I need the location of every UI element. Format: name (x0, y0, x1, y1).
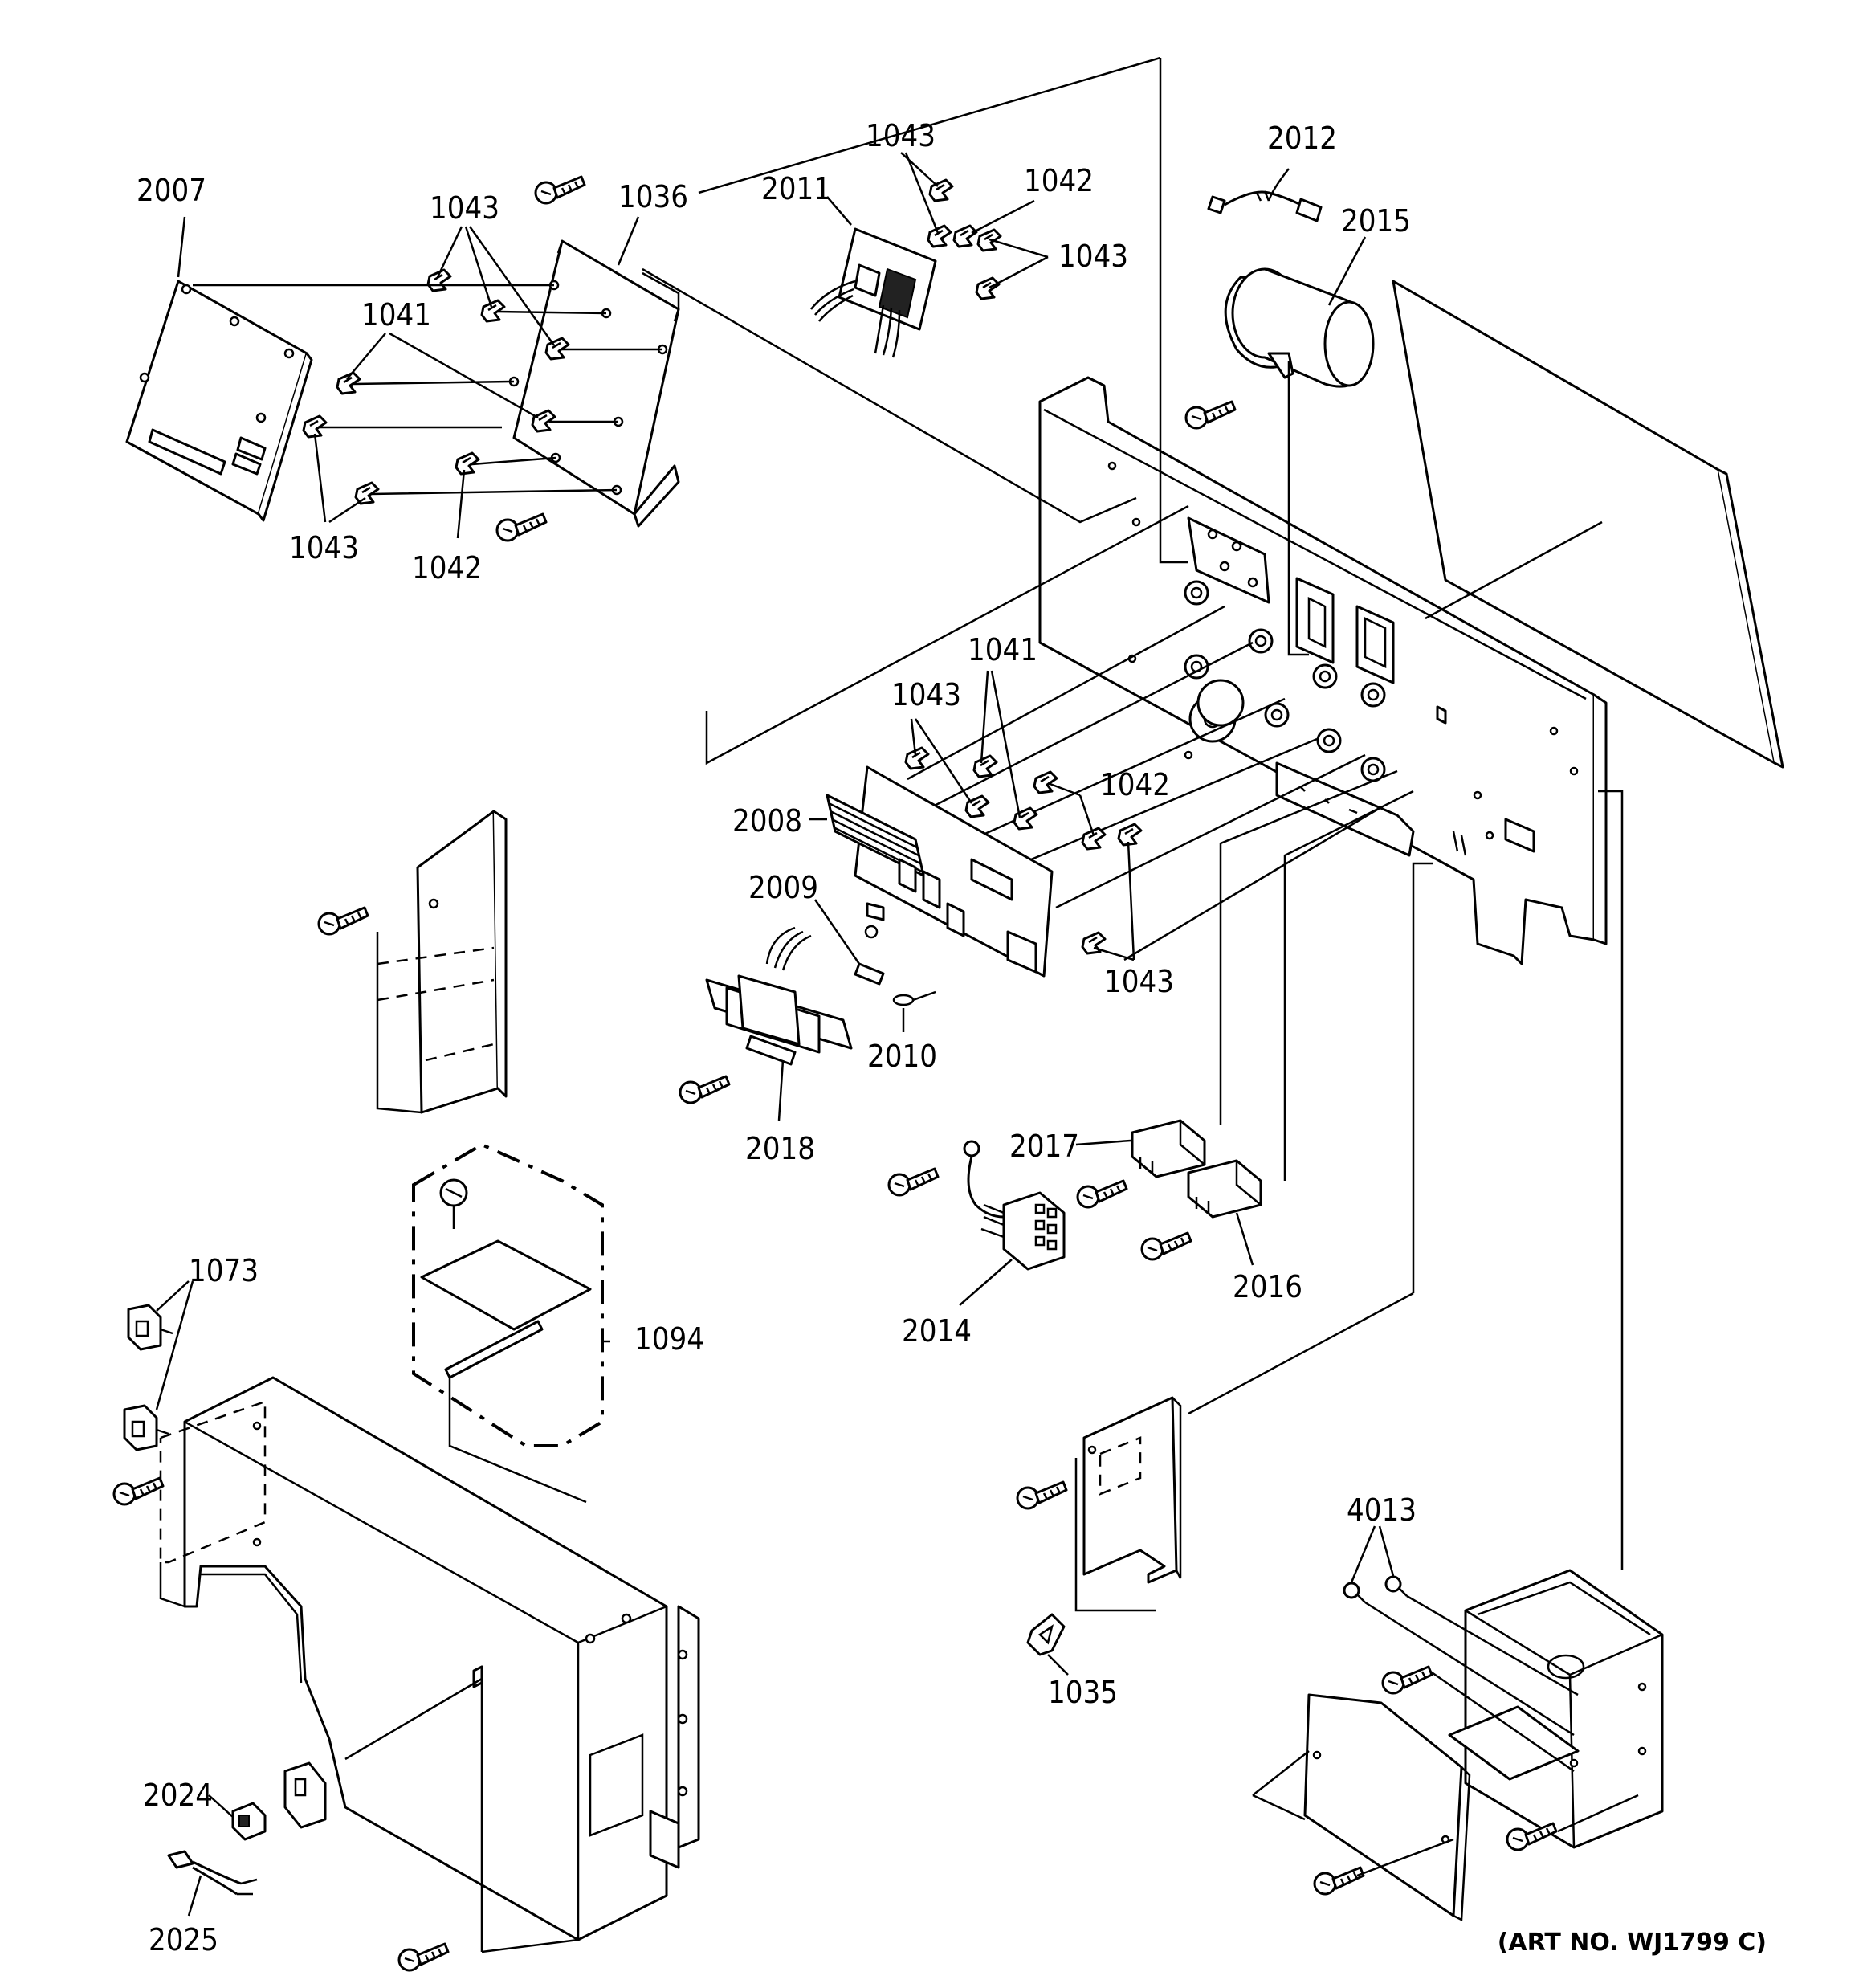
callout-2007: 2007 (137, 173, 206, 208)
callout-2016: 2016 (1233, 1269, 1302, 1304)
callout-2014: 2014 (902, 1313, 972, 1349)
callout-1073: 1073 (189, 1253, 259, 1288)
callout-2025: 2025 (149, 1922, 218, 1957)
side-bracket (376, 810, 508, 1114)
screw-icon (1076, 1179, 1128, 1209)
callout-1035: 1035 (1048, 1675, 1118, 1710)
harness-2012 (1207, 190, 1323, 222)
switch-1073-upper (127, 1304, 173, 1351)
callout-1036: 1036 (618, 179, 688, 214)
screw-icon (1016, 1480, 1068, 1510)
screw-icon (1184, 400, 1237, 430)
callout-2018: 2018 (745, 1131, 815, 1166)
assembly-lines (642, 56, 1624, 1570)
callout-2008: 2008 (732, 803, 802, 839)
screw-icon (1381, 1665, 1433, 1695)
lower-housing (159, 1376, 700, 1941)
control-board-2007 (125, 280, 313, 522)
switch-2024 (231, 1761, 327, 1841)
board-2007-clips (193, 268, 662, 505)
switch-1073-lower (123, 1404, 169, 1451)
board-2008 (826, 746, 1143, 978)
callout-2011: 2011 (761, 171, 831, 206)
screw-icon (397, 1942, 450, 1972)
cover-panel (1392, 280, 1784, 769)
screw-icon (317, 906, 369, 936)
bracket-board (1074, 1396, 1182, 1612)
assembly-line (480, 1667, 579, 1953)
callout-1043: 1043 (1058, 239, 1128, 274)
enclosure-box (1448, 1569, 1664, 1849)
callout-2009: 2009 (748, 870, 818, 905)
screws-4013 (1343, 1575, 1579, 1737)
relay-2016 (1187, 1159, 1262, 1219)
cable-tie-2010 (892, 990, 936, 1006)
callout-1041: 1041 (361, 297, 431, 333)
board-2011 (810, 178, 1002, 358)
callout-1043: 1043 (891, 677, 961, 712)
callout-2012: 2012 (1267, 120, 1337, 156)
callout-1041: 1041 (968, 632, 1037, 667)
harness-2014 (963, 1140, 1066, 1271)
cover-plate-small (1252, 1693, 1471, 1921)
component-2015 (1224, 267, 1375, 388)
callout-1042: 1042 (1100, 767, 1170, 802)
mounting-bracket-1036 (508, 239, 680, 528)
screw-icon (495, 512, 548, 542)
grommet-1035 (1026, 1613, 1066, 1656)
callout-1042: 1042 (412, 550, 482, 586)
screw-icon (679, 1075, 731, 1104)
callout-1043: 1043 (289, 530, 359, 565)
harness-2025 (167, 1850, 258, 1896)
screw-icon (112, 1476, 165, 1506)
main-control-panel (1038, 376, 1608, 965)
art-number: (ART NO. WJ1799 C) (1498, 1929, 1767, 1957)
screw-icon (534, 175, 586, 205)
callout-1094: 1094 (634, 1321, 704, 1357)
callout-leaders (155, 152, 1395, 1917)
callout-1042: 1042 (1024, 163, 1094, 198)
assembly-line (1356, 1669, 1639, 1877)
transformer-2018 (705, 926, 853, 1066)
callout-4013: 4013 (1347, 1492, 1417, 1528)
callout-1043: 1043 (1104, 964, 1174, 999)
screw-icon (1506, 1822, 1558, 1851)
callout-2024: 2024 (143, 1778, 213, 1813)
callout-1043: 1043 (866, 118, 936, 153)
fuse-2009 (854, 925, 885, 986)
relay-2017 (1131, 1119, 1206, 1178)
callout-2017: 2017 (1009, 1129, 1079, 1164)
kit-1094 (412, 1142, 604, 1504)
screw-icon (1140, 1231, 1192, 1261)
screw-icon (887, 1167, 940, 1197)
screw-icon (1313, 1866, 1365, 1896)
callout-1043: 1043 (430, 190, 499, 226)
callout-2010: 2010 (867, 1039, 937, 1074)
callout-2015: 2015 (1341, 203, 1411, 239)
